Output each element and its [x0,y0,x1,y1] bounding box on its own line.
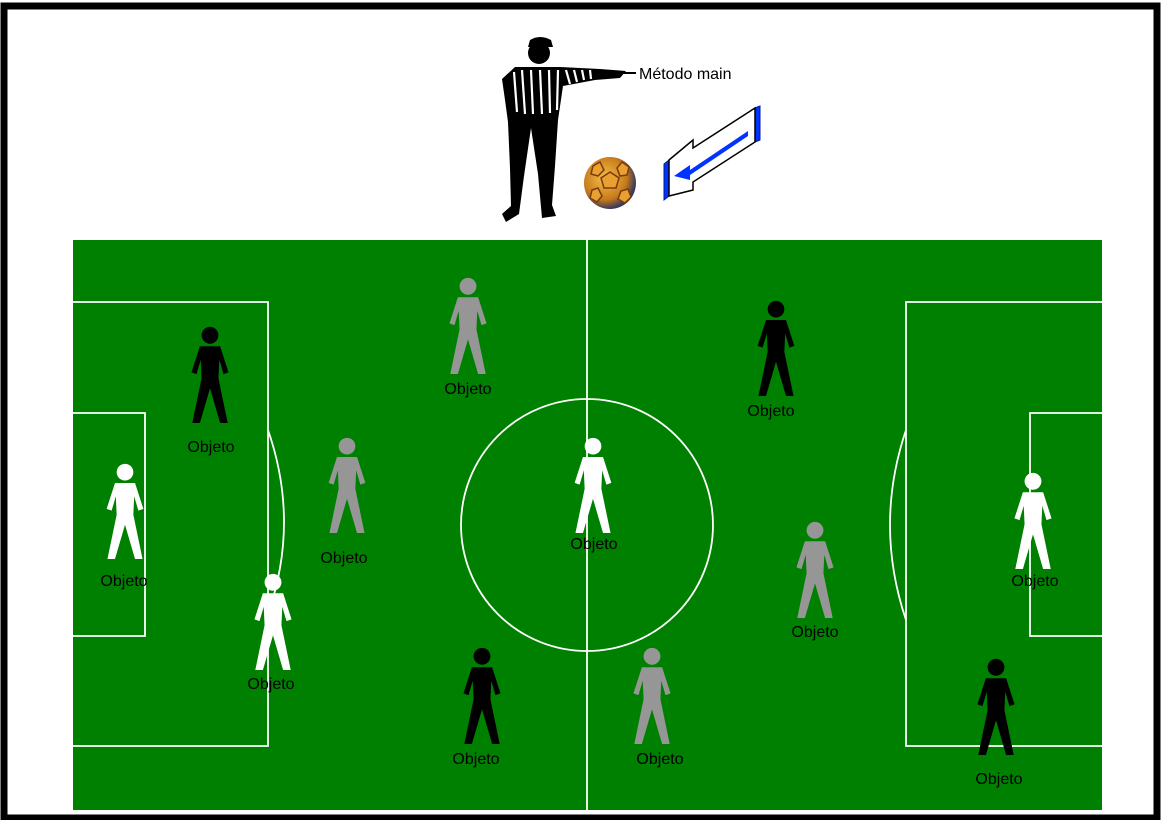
player-label: Objeto [444,381,491,398]
player-label: Objeto [100,573,147,590]
referee-label: Método main [639,66,732,83]
ball-icon [584,157,636,209]
player-label: Objeto [747,403,794,420]
player-label: Objeto [320,550,367,567]
player-label: Objeto [570,536,617,553]
player-label: Objeto [636,751,683,768]
player-label: Objeto [187,439,234,456]
player-label: Objeto [975,771,1022,788]
player-label: Objeto [247,676,294,693]
player-label: Objeto [791,624,838,641]
soccer-pitch [73,240,1102,810]
player-label: Objeto [452,751,499,768]
player-label: Objeto [1011,573,1058,590]
